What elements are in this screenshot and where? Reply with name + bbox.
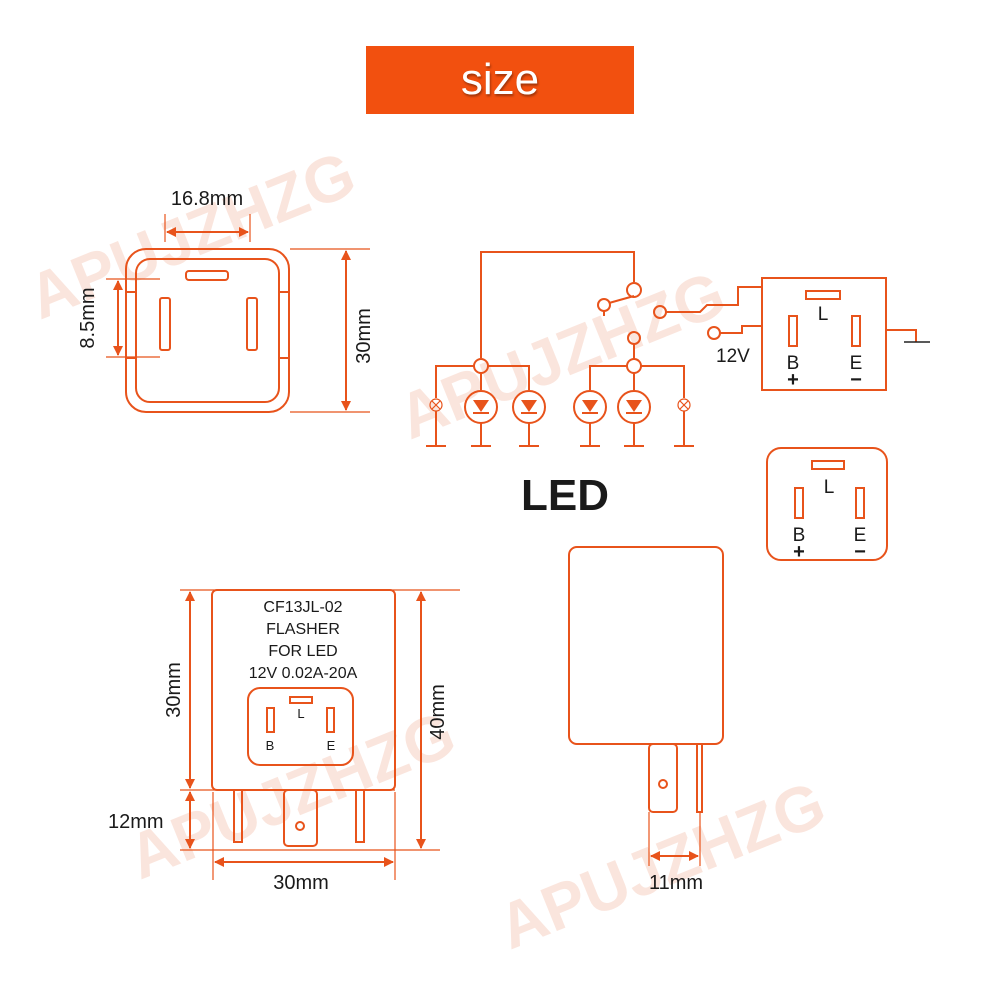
watermark-3: APUJZHZG [118, 697, 465, 893]
watermark-4: APUJZHZG [488, 767, 835, 963]
title-text: size [460, 55, 540, 104]
front-pin-b: B [266, 738, 275, 753]
front-text-line-1: CF13JL-02 [263, 599, 342, 616]
front-width-label: 30mm [273, 872, 329, 894]
legend-minus: − [854, 541, 866, 563]
circuit-pin-e: E [850, 353, 863, 374]
pin-length-label: 12mm [108, 811, 164, 833]
top-view: 16.8mm 8.5mm 30mm [77, 188, 375, 413]
top-width-label: 16.8mm [171, 188, 243, 210]
led-label: LED [521, 471, 609, 520]
front-view: CF13JL-02 FLASHER FOR LED 12V 0.02A-20A … [108, 589, 460, 894]
front-pin-l: L [297, 706, 304, 721]
circuit-pin-b: B [787, 353, 800, 374]
side-depth-label: 11mm [649, 872, 703, 894]
front-text-line-4: 12V 0.02A-20A [249, 665, 358, 682]
front-text-line-3: FOR LED [268, 643, 337, 660]
circuit-diagram: 12V L B E + − [426, 251, 930, 447]
circuit-plus: + [787, 369, 799, 391]
title-banner: size [366, 46, 634, 114]
circuit-pin-l: L [818, 304, 829, 325]
top-height-label: 30mm [353, 308, 375, 364]
front-pin-e: E [327, 738, 336, 753]
legend-pin-l: L [824, 477, 835, 498]
legend-pin-e: E [854, 525, 867, 546]
front-text-line-2: FLASHER [266, 621, 340, 638]
pin-spacing-label: 8.5mm [77, 287, 99, 348]
legend-pin-b: B [793, 525, 806, 546]
circuit-minus: − [850, 369, 862, 391]
watermarks: APUJZHZG APUJZHZG APUJZHZG APUJZHZG [18, 137, 835, 963]
voltage-label: 12V [716, 346, 750, 367]
legend-plus: + [793, 541, 805, 563]
watermark-1: APUJZHZG [18, 137, 365, 333]
pin-legend: L B E + − [766, 447, 888, 563]
side-view: 11mm [568, 546, 724, 894]
front-body-height-label: 30mm [163, 662, 185, 718]
front-total-height-label: 40mm [427, 684, 449, 740]
